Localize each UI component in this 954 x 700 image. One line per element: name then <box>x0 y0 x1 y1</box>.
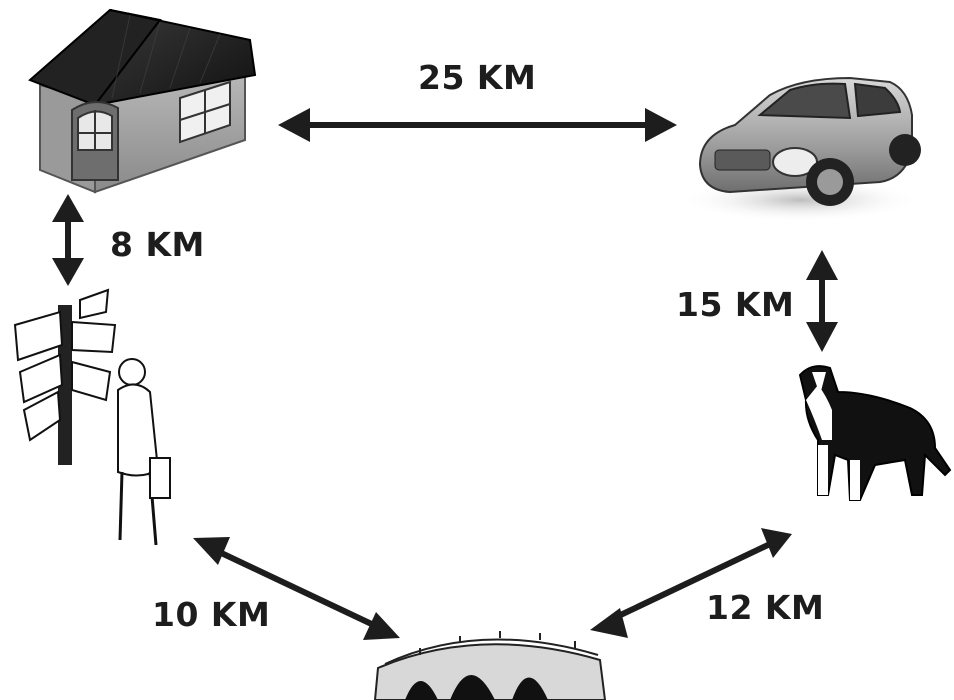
arrow-house-signpost <box>52 194 84 286</box>
dog-icon <box>798 365 952 501</box>
distance-label-dog-bridge: 12 KM <box>706 588 825 627</box>
arrow-signpost-bridge <box>193 537 400 640</box>
distance-label-signpost-bridge: 10 KM <box>152 595 271 634</box>
house-icon <box>28 8 257 194</box>
arrow-dog-bridge <box>590 528 792 638</box>
arrow-car-dog <box>806 250 838 352</box>
distance-label-house-signpost: 8 KM <box>110 225 205 264</box>
car-icon <box>680 76 921 222</box>
distance-label-car-dog: 15 KM <box>676 285 795 324</box>
signpost-person-icon <box>13 288 171 546</box>
bridge-icon <box>373 631 607 700</box>
distance-label-house-car: 25 KM <box>418 58 537 97</box>
arrow-house-car <box>278 108 677 142</box>
